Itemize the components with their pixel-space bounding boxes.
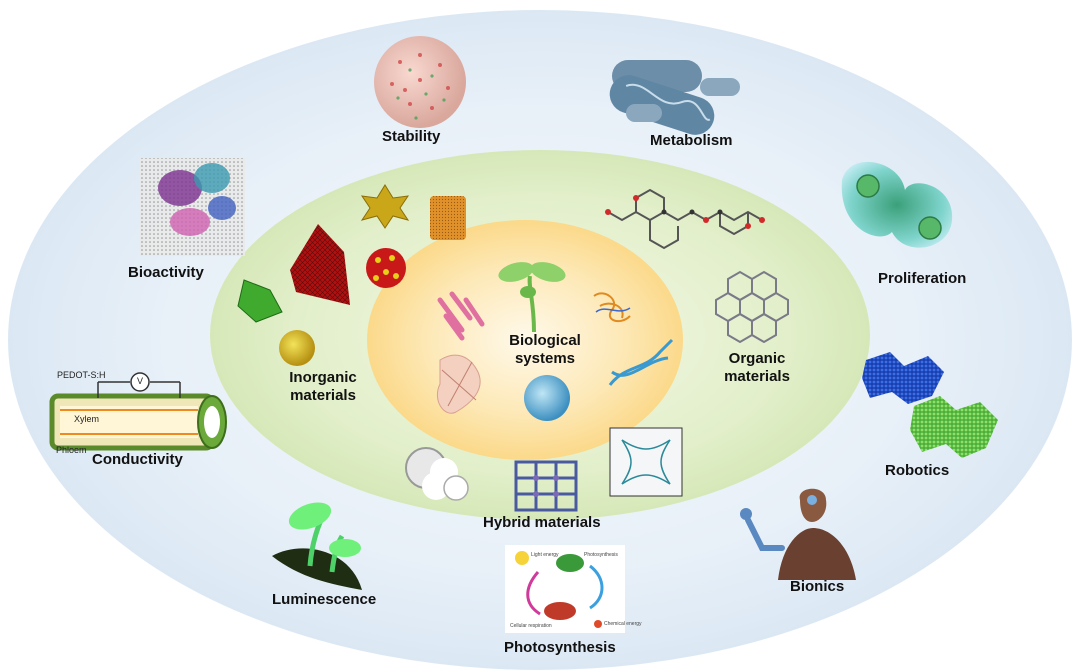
label-metabolism: Metabolism [650, 132, 733, 149]
conductivity-stem-illustration [49, 372, 227, 451]
label-light-energy: Light energy [531, 552, 559, 558]
biological-systems-illustrations [436, 262, 674, 421]
label-phloem: Phloem [56, 445, 87, 455]
bionics-figure-illustration [740, 488, 856, 580]
label-chemical-energy: Chemical energy [604, 621, 642, 627]
organic-materials-illustrations [605, 188, 789, 344]
label-stability: Stability [382, 128, 441, 145]
bioactivity-cage-illustration [140, 158, 245, 256]
label-photosynthesis: Photosynthesis [504, 639, 616, 656]
proliferation-cell-illustration [841, 161, 953, 248]
label-biological-systems: Biological systems [500, 332, 590, 368]
label-biological-line1: Biological [509, 332, 581, 349]
hybrid-materials-illustrations [405, 427, 683, 512]
photosynthesis-panel-illustration [505, 545, 625, 633]
voltmeter-icon [130, 372, 150, 392]
label-bionics: Bionics [790, 578, 845, 595]
label-conductivity: Conductivity [92, 451, 183, 468]
label-proliferation: Proliferation [878, 270, 967, 287]
label-luminescence: Luminescence [272, 591, 377, 608]
label-pedot: PEDOT-S:H [57, 370, 106, 380]
label-inorganic-line1: Inorganic [289, 369, 357, 386]
label-bioactivity: Bioactivity [128, 264, 204, 281]
label-photosynthesis-small: Photosynthesis [584, 552, 618, 558]
label-robotics: Robotics [885, 462, 950, 479]
label-voltmeter: V [137, 376, 144, 386]
label-inorganic-materials: Inorganic materials [278, 369, 368, 405]
label-organic-materials: Organic materials [712, 350, 802, 386]
label-xylem: Xylem [74, 414, 100, 424]
robotics-blocks-illustration [862, 352, 998, 458]
inorganic-materials-illustrations [237, 184, 466, 366]
label-biological-line2: systems [514, 350, 576, 367]
label-cellular-respiration: Cellular respiration [510, 623, 552, 629]
stability-sphere-illustration [374, 36, 466, 128]
metabolism-mitochondria-illustration [609, 60, 740, 135]
label-inorganic-line2: materials [290, 387, 356, 404]
label-hybrid-materials: Hybrid materials [483, 514, 601, 531]
label-organic-line2: materials [724, 368, 790, 385]
luminescence-plant-illustration [272, 502, 362, 590]
label-organic-line1: Organic [728, 350, 786, 367]
